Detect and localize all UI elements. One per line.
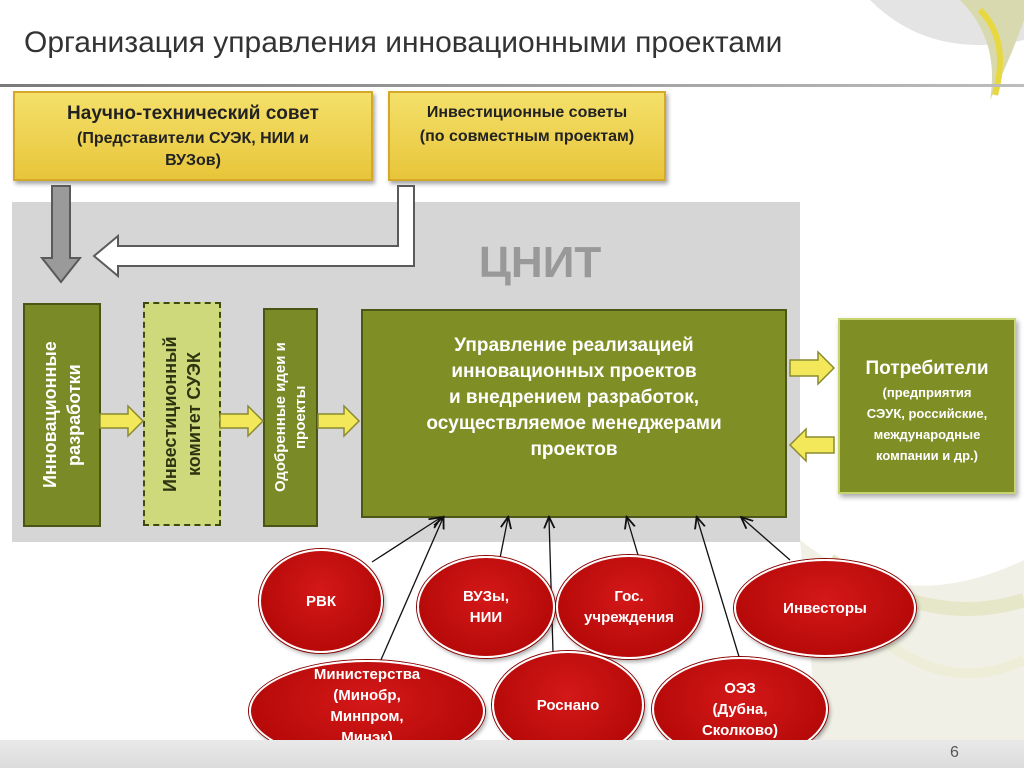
gov-institutions-oval: Гос. учреждения <box>556 555 702 659</box>
sez-line-3: Сколково) <box>701 721 779 739</box>
approved-ideas-box: Одобренные идеи и проекты <box>263 308 318 527</box>
cnit-label: ЦНИТ <box>478 238 602 287</box>
management-line-1: Управление реализацией <box>454 335 694 356</box>
ministries-line-1: Министерства <box>313 666 421 683</box>
scientific-council-title: Научно-технический совет <box>67 103 319 124</box>
right-arrow-icon <box>99 404 145 438</box>
ministries-line-3: Минпром, <box>330 708 404 725</box>
right-arrow-icon <box>219 404 265 438</box>
sez-line-1: ОЭЗ <box>724 679 756 697</box>
investment-councils-box: Инвестиционные советы (по совместным про… <box>388 91 666 181</box>
page-number: 6 <box>950 744 959 761</box>
management-line-4: осуществляемое менеджерами <box>426 413 722 434</box>
rvk-oval: РВК <box>259 549 383 653</box>
consumers-title: Потребители <box>865 358 989 379</box>
slide-title: Организация управления инновационными пр… <box>24 26 783 59</box>
consumers-detail-2: СЭУК, российские, <box>866 406 988 421</box>
footer-bar <box>0 740 1024 768</box>
title-divider <box>0 84 1024 87</box>
management-line-5: проектов <box>530 439 618 460</box>
innovative-developments-box: Инновационные разработки <box>23 303 101 527</box>
rosnano-label: Роснано <box>536 696 600 714</box>
investment-councils-text: Инвестиционные советы (по совместным про… <box>419 104 635 145</box>
management-line-2: инновационных проектов <box>451 361 697 382</box>
investors-oval: Инвесторы <box>734 559 916 657</box>
scientific-council-subtitle: (Представители СУЭК, НИИ и ВУЗов) <box>77 130 309 169</box>
left-arrow-icon <box>788 427 835 463</box>
universities-oval: ВУЗы, НИИ <box>417 556 555 658</box>
right-arrow-icon <box>789 350 836 386</box>
consumers-detail-4: компании и др.) <box>876 448 978 463</box>
gov-line-1: Гос. <box>614 588 644 605</box>
investment-committee-box: Инвестиционный комитет СУЭК <box>143 302 221 526</box>
universities-line-2: НИИ <box>469 609 503 626</box>
down-arrow-icon <box>39 185 83 284</box>
consumers-box: Потребители (предприятия СЭУК, российски… <box>838 318 1016 494</box>
consumers-detail-1: (предприятия <box>882 385 972 400</box>
investors-label: Инвесторы <box>783 599 867 617</box>
sez-line-2: (Дубна, <box>712 700 768 718</box>
consumers-detail-3: международные <box>873 427 981 442</box>
rvk-label: РВК <box>306 592 336 610</box>
gov-line-2: учреждения <box>584 609 674 626</box>
management-line-3: и внедрением разработок, <box>448 387 700 408</box>
bent-arrow-icon <box>92 185 415 279</box>
ministries-line-2: (Минобр, <box>333 687 401 704</box>
right-arrow-icon <box>317 404 361 438</box>
project-management-box: Управление реализацией инновационных про… <box>361 309 787 518</box>
scientific-council-box: Научно-технический совет (Представители … <box>13 91 373 181</box>
universities-line-1: ВУЗы, <box>463 588 509 605</box>
